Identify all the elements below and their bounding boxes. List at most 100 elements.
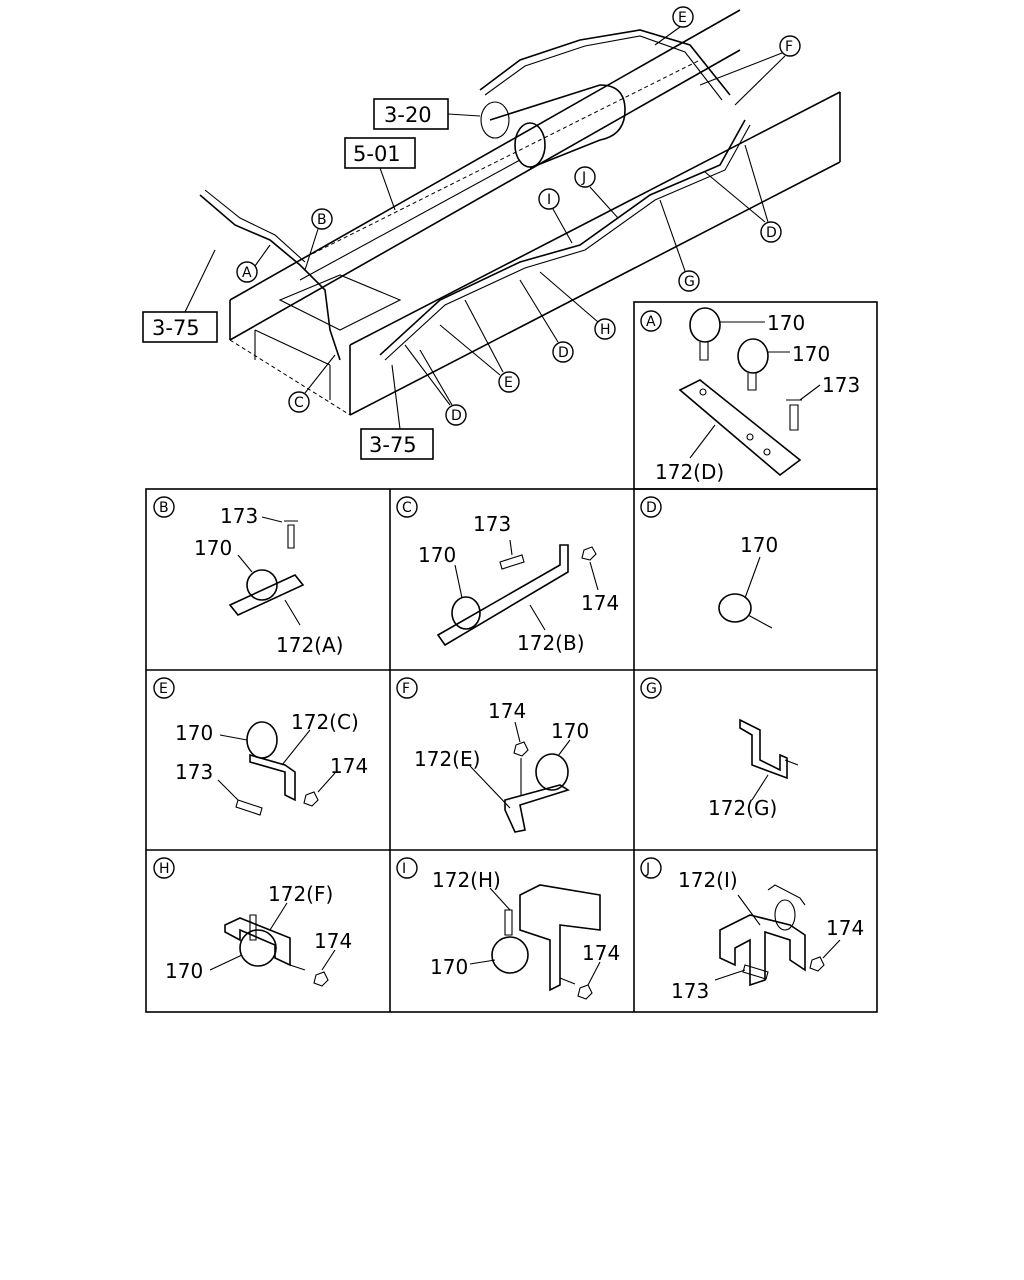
clamp-170 [246,569,278,601]
pipe-top [479,29,731,96]
part-label: 173 [822,373,860,397]
part-label: 170 [430,955,468,979]
detail-grid [145,301,878,1013]
callout-f: F [699,35,801,106]
panel-letter: E [159,681,168,697]
part-label: 173 [220,504,258,528]
callout-letter: D [558,345,569,361]
clamp-170 [491,936,529,974]
bracket-172h [519,884,601,992]
clamp-bolt [504,909,513,936]
clamp-170 [239,929,277,967]
leader [184,249,216,313]
callout-d-right: D [704,144,782,243]
panel-letter: F [402,681,410,697]
callout-e-top: E [654,6,694,46]
clamp-bolt [249,914,257,941]
callout-d-mid: D [519,279,574,363]
frame-rail-left [229,9,741,341]
callout-j: J [574,166,619,219]
callout-letter: J [581,170,586,186]
ref-box [142,311,218,343]
panel-letter: J [645,861,650,877]
nut-174 [581,546,597,561]
part-label: 174 [330,754,368,778]
panel-d: D 170 [640,496,778,629]
callout-letter: H [600,322,611,338]
part-label: 172(C) [291,710,359,734]
clamp-tab [699,342,709,361]
panel-letter: I [402,861,406,877]
nut-174 [513,741,529,757]
part-label: 174 [581,591,619,615]
part-label: 170 [175,721,213,745]
panel-f: F 174 170 172(E) [396,677,589,833]
panel-i: I 172(H) 174 170 [396,857,620,1000]
callout-i: I [538,188,573,244]
callout-letter: C [294,395,304,411]
bracket-172i [719,914,806,987]
part-label: 172(E) [414,747,480,771]
tank-end [514,122,546,168]
callout-letter: D [451,408,462,424]
panel-letter-circle [396,677,418,699]
nut-174 [313,971,329,987]
part-label: 174 [582,941,620,965]
ref-label: 5-01 [353,142,401,166]
callout-b: B [304,208,333,271]
leader [379,167,396,211]
cross-member [278,159,521,331]
leader [447,113,481,117]
tank [489,84,626,169]
part-label: 170 [165,959,203,983]
part-label: 170 [551,719,589,743]
clamp-170 [451,596,481,630]
panel-letter: A [646,314,656,330]
callout-g: G [659,199,700,292]
part-label: 172(F) [268,882,333,906]
part-label: 170 [194,536,232,560]
frame-rail-right [349,91,841,416]
panel-letter-circle [396,496,418,518]
part-label: 172(D) [655,460,724,484]
pipe-top-2 [484,35,723,101]
ref-label: 3-20 [384,103,432,127]
part-label: 174 [488,699,526,723]
callout-letter: A [242,265,252,281]
clamp [774,899,796,931]
nut-174 [809,956,825,972]
panel-j: J 172(I) 174 173 [640,857,864,1003]
ref-label: 3-75 [369,433,417,457]
bolt-173 [786,399,802,431]
clamp-170 [718,593,752,623]
grid-border [145,488,878,1013]
part-label: 170 [792,342,830,366]
bolt [559,977,576,985]
clamp-170 [535,753,569,791]
panel-letter: D [646,500,657,516]
bracket-172b [436,544,569,647]
main-assembly: 3-20 5-01 3-75 3-75 E F B A [142,6,841,460]
bolt-173 [499,554,525,570]
part-label: 173 [671,979,709,1003]
callout-letter: B [317,212,327,228]
callout-letter: I [547,192,551,208]
bracket-172c [249,753,296,802]
panel-letter-circle [153,677,175,699]
panel-letter: C [402,500,412,516]
part-label: 173 [473,512,511,536]
panel-letter: H [159,861,170,877]
panel-c: C 173 170 174 172(B) [396,496,619,655]
panel-h: H 172(F) 174 170 [153,857,352,987]
bolt [784,759,799,766]
frame-end [254,329,331,400]
bracket-172d [678,379,802,477]
panel-letter-circle [153,496,175,518]
callout-letter: E [504,375,513,391]
bracket-172g [739,718,788,780]
callout-letter: D [766,225,777,241]
panel-letter: G [646,681,657,697]
clamp-tab [747,614,773,629]
clamp-170 [246,721,278,759]
